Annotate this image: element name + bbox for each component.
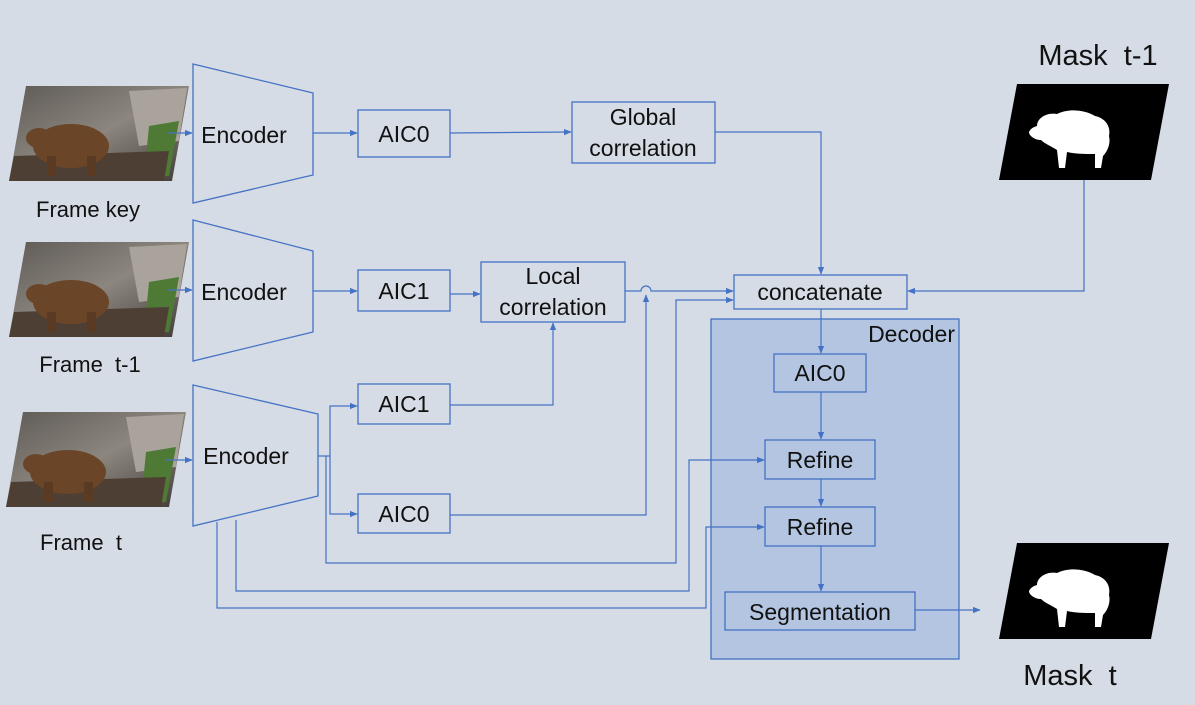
- local-correlation-line2: correlation: [499, 294, 606, 320]
- aic1-tm1-label: AIC1: [378, 278, 429, 304]
- aic1-t-label: AIC1: [378, 391, 429, 417]
- mask-output-image: [999, 543, 1169, 639]
- decoder-aic0-box: [773, 353, 867, 393]
- arrow-encoder-t-aic0: [329, 456, 358, 518]
- mask-input-image: [999, 84, 1169, 180]
- arrow-aic0-global: [449, 128, 572, 136]
- global-correlation-line1: Global: [610, 104, 676, 130]
- arrow-encoder-t-aic1: [318, 402, 358, 457]
- aic0-key-box: [357, 109, 451, 158]
- mask-output-label: Mask t: [1023, 660, 1116, 692]
- connectors: [165, 128, 1085, 614]
- concatenate-label: concatenate: [757, 279, 882, 305]
- arrow-aic0t-global: [450, 294, 650, 516]
- encoder-key-shape: [192, 63, 314, 204]
- frame-key-label: Frame key: [36, 197, 140, 222]
- global-correlation-line2: correlation: [589, 135, 696, 161]
- arrow-local-concat: [625, 285, 734, 295]
- encoder-tm1-shape: [192, 219, 314, 362]
- arrow-skip-refine2: [216, 522, 765, 609]
- aic0-t-label: AIC0: [378, 501, 429, 527]
- refine-2-box: [764, 506, 876, 547]
- local-correlation-box: [480, 261, 626, 323]
- encoder-t-label: Encoder: [203, 443, 289, 469]
- decoder-title: Decoder: [868, 321, 955, 347]
- arrow-skip-refine1: [235, 456, 765, 592]
- decoder-aic0-label: AIC0: [794, 360, 845, 386]
- refine-1-box: [764, 439, 876, 480]
- encoder-key-label: Encoder: [201, 122, 287, 148]
- encoder-tm1-label: Encoder: [201, 279, 287, 305]
- aic0-key-label: AIC0: [378, 121, 429, 147]
- frame-t-minus-1-image: [9, 242, 189, 337]
- refine-2-label: Refine: [787, 514, 853, 540]
- segmentation-box: [724, 591, 916, 631]
- arrow-mask-concat: [907, 180, 1085, 295]
- aic0-t-box: [357, 493, 451, 534]
- arrow-aic1t-local: [450, 322, 557, 406]
- concatenate-box: [733, 274, 908, 310]
- arrow-skip-concat: [325, 296, 734, 564]
- frame-t-label: Frame t: [40, 530, 122, 555]
- segmentation-label: Segmentation: [749, 599, 891, 625]
- refine-1-label: Refine: [787, 447, 853, 473]
- aic1-t-box: [357, 383, 451, 425]
- frame-t-minus-1-label: Frame t-1: [39, 352, 140, 377]
- encoder-t-shape: [192, 384, 319, 527]
- mask-input-label: Mask t-1: [1038, 40, 1157, 72]
- frame-t-image: [6, 412, 186, 507]
- local-correlation-line1: Local: [526, 263, 581, 289]
- frame-key-image: [9, 86, 189, 181]
- arrow-global-concat: [715, 131, 825, 275]
- decoder-region: [710, 318, 960, 660]
- aic1-tm1-box: [357, 269, 451, 312]
